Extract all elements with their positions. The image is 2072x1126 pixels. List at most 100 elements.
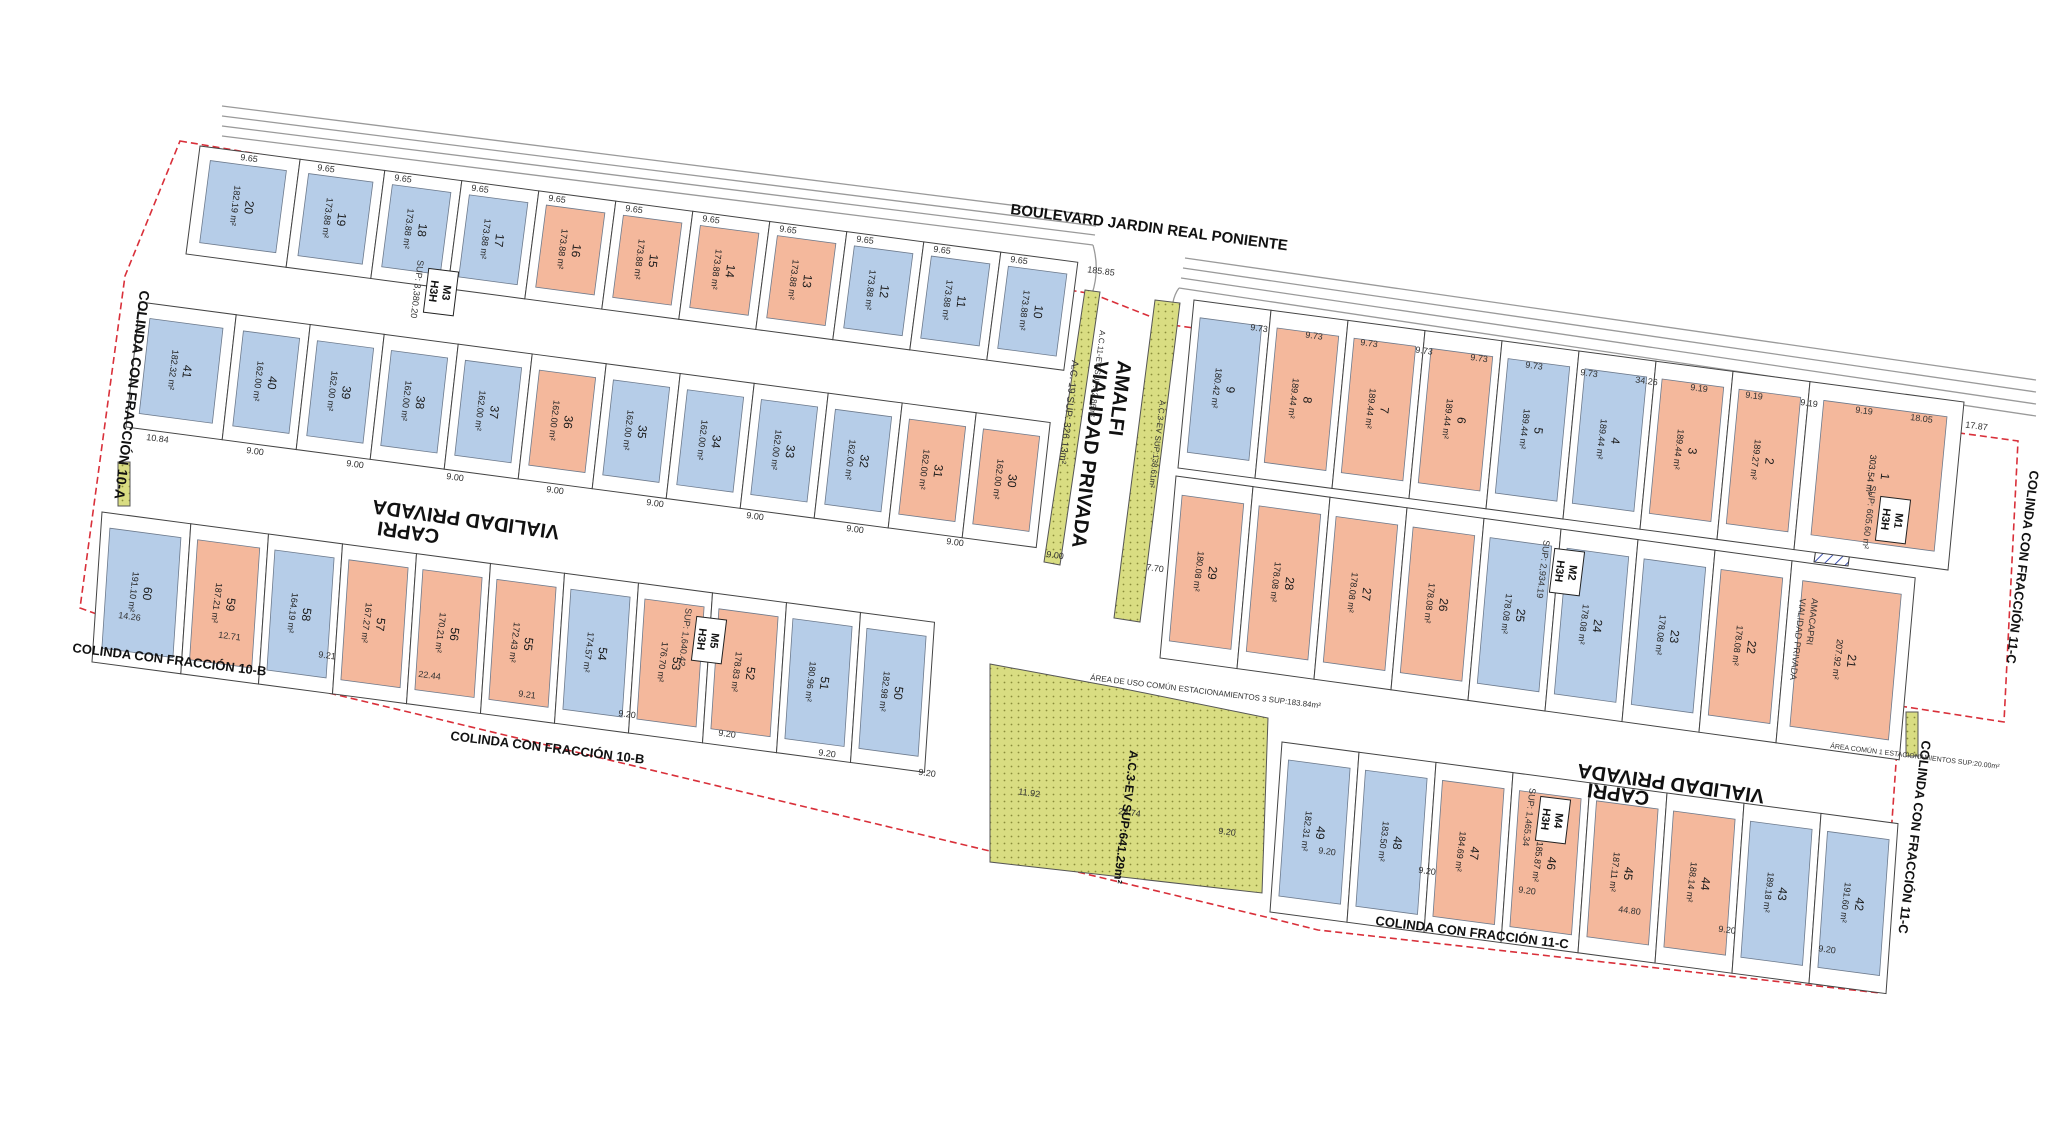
lot-footprint — [898, 418, 967, 523]
lot-footprint — [488, 578, 557, 708]
lot-number: 44 — [1698, 876, 1714, 891]
lot-area: 182.32 m² — [166, 349, 181, 390]
lot-footprint — [1707, 569, 1784, 724]
colinda-11c-far-label: COLINDA CON FRACCIÓN 11-C — [1895, 740, 1934, 936]
lot-number: 20 — [241, 200, 257, 215]
lot-number: 40 — [264, 375, 280, 390]
dimension-label: 9.73 — [1305, 330, 1324, 342]
lot-footprint — [101, 527, 182, 659]
lot-footprint — [414, 569, 483, 698]
dimension-label: 9.65 — [394, 172, 413, 184]
dimension-label: 9.00 — [246, 445, 265, 457]
lot-area: 162.00 m² — [991, 458, 1006, 499]
lot-number: 43 — [1775, 887, 1791, 902]
lot-footprint — [766, 235, 837, 326]
lot-footprint — [1186, 317, 1263, 461]
lot-area: 162.00 m² — [399, 380, 414, 421]
lot-footprint — [750, 399, 819, 503]
lot-area: 173.88 m² — [478, 218, 493, 259]
lot-footprint — [997, 265, 1068, 357]
lot-footprint — [710, 608, 779, 738]
lot-number: 25 — [1513, 608, 1529, 623]
lot-area: 170.21 m² — [433, 612, 448, 653]
lot-number: 11 — [954, 295, 969, 309]
lot-footprint — [612, 214, 683, 306]
boulevard-lines — [221, 105, 2037, 417]
lot-number: 35 — [634, 424, 650, 439]
dimension-label: 9.20 — [818, 747, 837, 759]
manzana-id: M5 — [707, 632, 721, 649]
lot-number: 41 — [179, 364, 195, 379]
lot-footprint — [1494, 358, 1571, 502]
dimension-label: 9.00 — [1046, 549, 1065, 561]
manzana-id: M3 — [439, 284, 453, 301]
lot-number: 17 — [491, 233, 507, 248]
lot-area: 182.31 m² — [1299, 810, 1314, 851]
dimension-label: 9.19 — [1855, 405, 1874, 417]
common-area-center — [989, 663, 1269, 894]
dimension-label: 17.87 — [1965, 420, 1989, 433]
dimension-label: 9.19 — [1690, 382, 1709, 394]
lot-area: 178.08 m² — [1730, 625, 1745, 666]
lot-area: 189.27 m² — [1748, 439, 1763, 480]
